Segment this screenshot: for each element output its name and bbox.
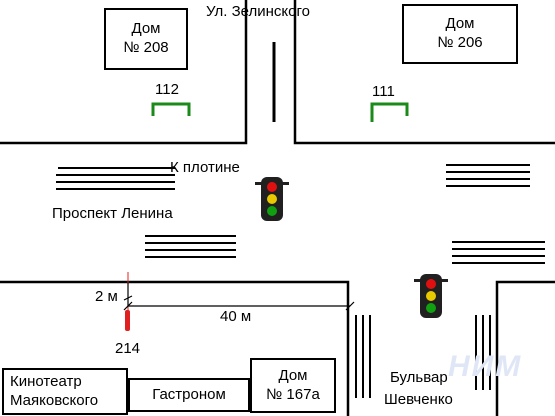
building-gastronom: Гастроном xyxy=(128,378,250,412)
lane-marks-left-top xyxy=(56,167,175,190)
traffic-light-top xyxy=(255,177,289,221)
building-dom-208: Дом № 208 xyxy=(104,8,188,70)
street-bulvar-line2: Шевченко xyxy=(384,391,453,408)
lane-marks-bottom-left xyxy=(355,315,371,398)
road-edge-bottom-right xyxy=(495,280,555,416)
building-gastronom-label: Гастроном xyxy=(152,385,226,403)
road-edge-top-right xyxy=(293,0,555,145)
road-edge-top-left xyxy=(0,0,248,145)
building-dom-206: Дом № 206 xyxy=(402,4,518,64)
lane-marks-right-bottom xyxy=(452,241,545,264)
building-kinoteatr-line2: Маяковского xyxy=(10,391,99,409)
street-bulvar-line1: Бульвар xyxy=(390,369,448,386)
traffic-light-bottom xyxy=(414,274,448,318)
building-dom-167a: Дом № 167а xyxy=(250,358,336,413)
lane-marks-left-bottom xyxy=(145,235,236,258)
dimension-lines xyxy=(123,283,355,311)
lane-marks-right-top xyxy=(446,164,530,187)
road-edge-bottom-left xyxy=(0,280,350,416)
building-dom-208-line1: Дом xyxy=(131,20,161,38)
dimension-distance-label: 40 м xyxy=(220,308,252,325)
direction-k-plotine-label: К плотине xyxy=(170,159,240,176)
stop-marker-112 xyxy=(151,102,191,116)
street-prospekt-lenina-label: Проспект Ленина xyxy=(52,205,173,222)
building-dom-206-line2: № 206 xyxy=(437,34,483,51)
building-dom-208-line2: № 208 xyxy=(123,39,169,56)
car-214-label: 214 xyxy=(115,340,141,357)
dimension-gap-label: 2 м xyxy=(95,288,118,305)
stop-111-label: 111 xyxy=(372,83,395,100)
building-kinoteatr-line1: Кинотеатр xyxy=(10,372,82,390)
street-zelinskogo-label: Ул. Зелинского xyxy=(206,3,310,20)
building-dom-167a-line2: № 167а xyxy=(266,385,320,403)
building-dom-206-line1: Дом xyxy=(445,15,475,33)
stop-marker-111 xyxy=(370,102,409,122)
watermark-logo: НИМ xyxy=(448,350,523,383)
building-kinoteatr: Кинотеатр Маяковского xyxy=(2,368,128,415)
building-dom-167a-line1: Дом xyxy=(278,366,308,384)
lane-marks-bottom-right xyxy=(475,315,491,390)
stop-112-label: 112 xyxy=(155,81,179,98)
